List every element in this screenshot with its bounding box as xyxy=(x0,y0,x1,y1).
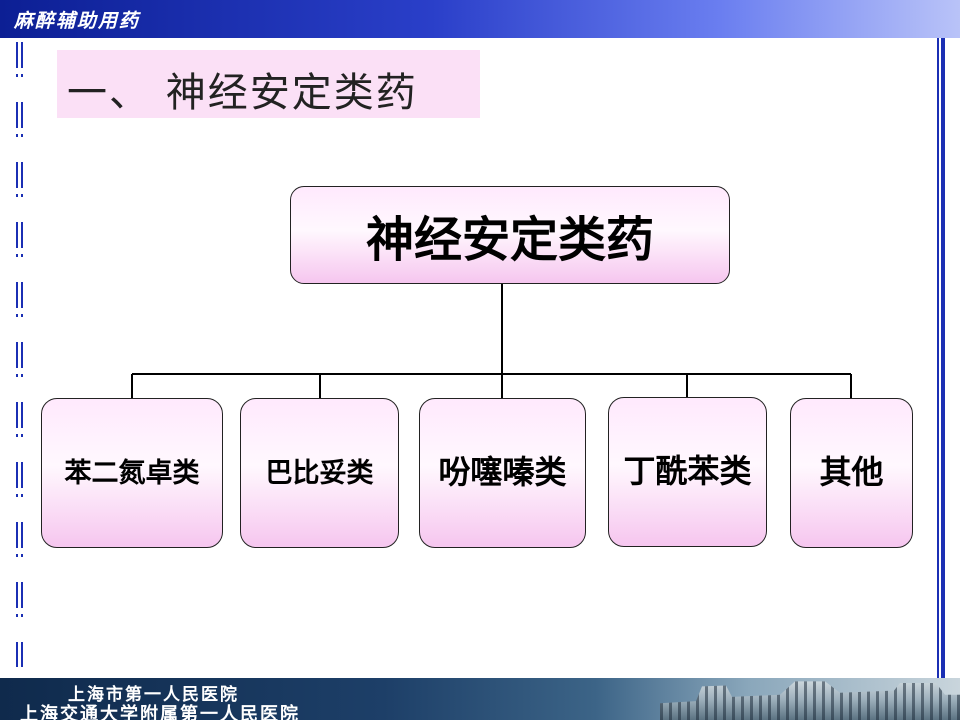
section-heading: 一、 神经安定类药 xyxy=(57,50,480,118)
child-node-barbiturates: 巴比妥类 xyxy=(240,398,399,548)
child-node-label: 丁酰苯类 xyxy=(623,452,752,490)
child-node-label: 其他 xyxy=(819,453,884,491)
child-node-butyrophenones: 丁酰苯类 xyxy=(608,397,767,547)
header-title: 麻醉辅助用药 xyxy=(14,10,141,32)
section-heading-text: 一、 神经安定类药 xyxy=(67,70,418,116)
hospital-building-image xyxy=(660,681,960,720)
right-decorative-rail xyxy=(935,38,945,678)
child-node-label: 吩噻嗪类 xyxy=(438,453,567,491)
child-node-label: 巴比妥类 xyxy=(265,457,374,489)
left-decorative-rail xyxy=(13,42,27,667)
footer-hospital-name: 上海市第一人民医院 xyxy=(68,685,239,705)
footer-bar: 上海市第一人民医院 上海交通大学附属第一人民医院 xyxy=(0,678,960,720)
footer-affiliation-name: 上海交通大学附属第一人民医院 xyxy=(20,704,300,720)
root-node-label: 神经安定类药 xyxy=(365,212,654,268)
root-node: 神经安定类药 xyxy=(290,186,730,284)
child-node-phenothiazines: 吩噻嗪类 xyxy=(419,398,586,548)
child-node-others: 其他 xyxy=(790,398,913,548)
header-bar: 麻醉辅助用药 xyxy=(0,0,960,38)
child-node-benzodiazepines: 苯二氮卓类 xyxy=(41,398,223,548)
child-node-label: 苯二氮卓类 xyxy=(64,457,200,489)
